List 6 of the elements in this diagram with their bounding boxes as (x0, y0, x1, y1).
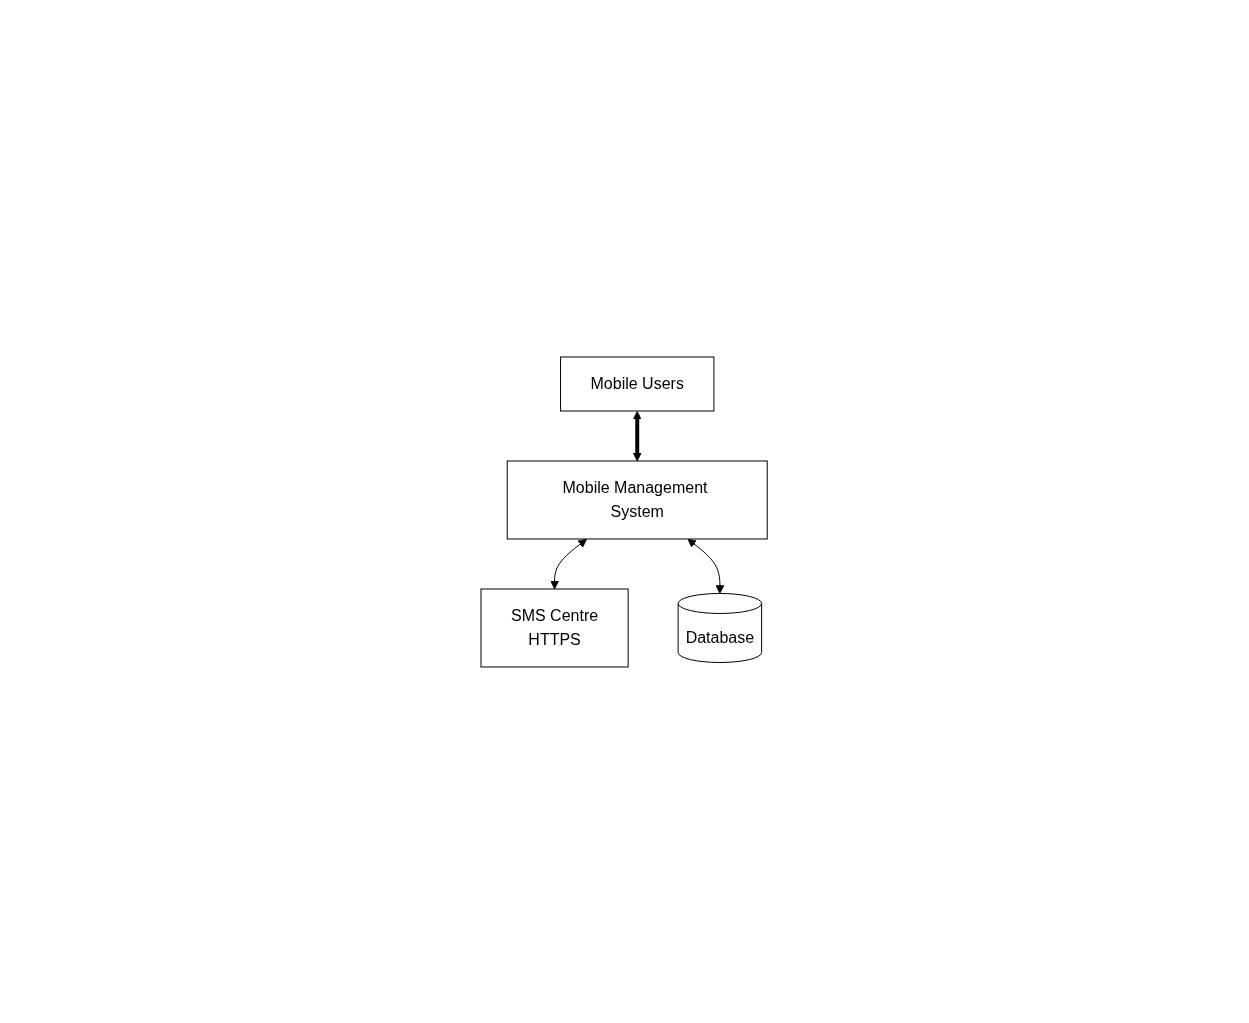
arrow (550, 538, 588, 589)
node-box: Mobile Users (560, 356, 715, 411)
arrow (687, 538, 725, 594)
node-box: SMS Centre HTTPS (480, 588, 630, 667)
node-box: Mobile Management System (507, 460, 769, 539)
arrow (633, 410, 642, 461)
